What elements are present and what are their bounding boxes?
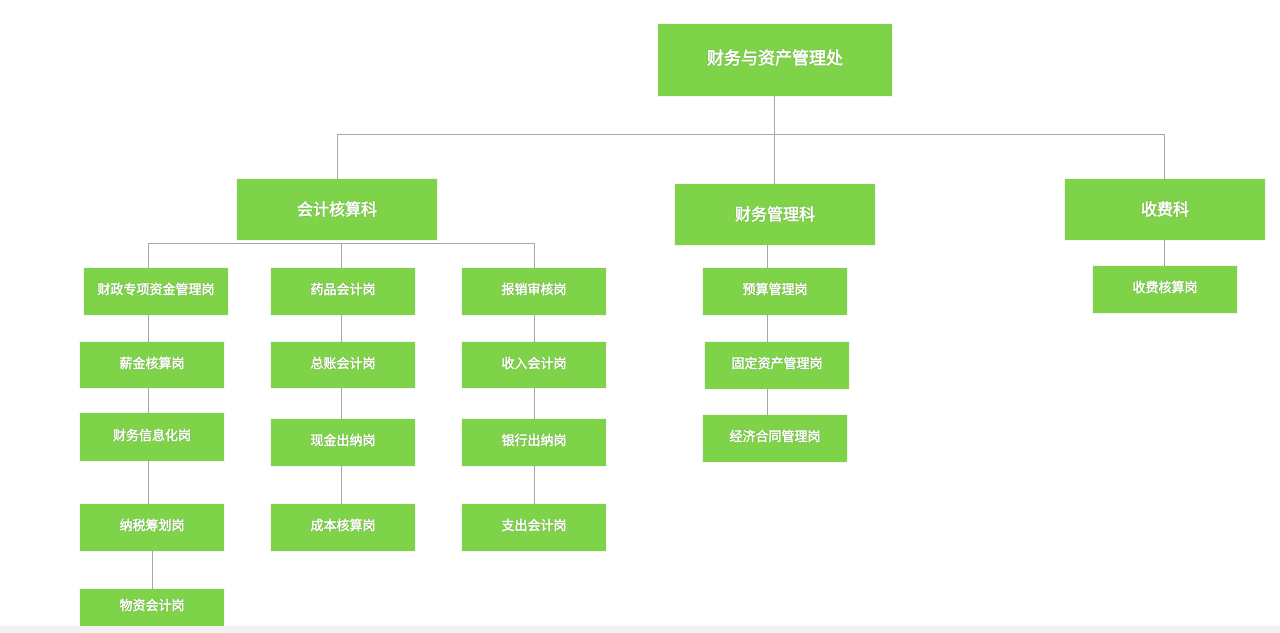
- connector-dept3-down: [1164, 240, 1165, 266]
- post-node[interactable]: 药品会计岗: [271, 268, 415, 315]
- connector-col1-vertical: [152, 551, 153, 589]
- post-node[interactable]: 支出会计岗: [462, 504, 606, 551]
- dept-node-charges[interactable]: 收费科: [1065, 179, 1265, 240]
- post-node[interactable]: 银行出纳岗: [462, 419, 606, 466]
- connector-root-down: [774, 96, 775, 134]
- connector-col1-up: [148, 243, 149, 268]
- post-node[interactable]: 薪金核算岗: [80, 342, 224, 388]
- connector-dept1-up: [337, 134, 338, 179]
- post-node[interactable]: 财政专项资金管理岗: [84, 268, 228, 315]
- connector-col1-vertical: [148, 461, 149, 504]
- post-node[interactable]: 财务信息化岗: [80, 413, 224, 461]
- connector-dept2-up: [774, 134, 775, 184]
- connector-col3-vertical: [534, 315, 535, 342]
- connector-col2-vertical: [341, 466, 342, 504]
- post-node[interactable]: 预算管理岗: [703, 268, 847, 315]
- post-node[interactable]: 固定资产管理岗: [705, 342, 849, 389]
- post-node[interactable]: 物资会计岗: [80, 589, 224, 626]
- dept-node-finance-management[interactable]: 财务管理科: [675, 184, 875, 245]
- connector-col3-vertical: [534, 388, 535, 419]
- connector-col3-up: [534, 243, 535, 268]
- connector-col2-vertical: [341, 315, 342, 342]
- post-node[interactable]: 经济合同管理岗: [703, 415, 847, 462]
- bottom-scroll-strip: [0, 626, 1280, 633]
- connector-dept-bar: [337, 134, 1165, 135]
- post-node[interactable]: 报销审核岗: [462, 268, 606, 315]
- connector-dept2-vertical: [767, 315, 768, 342]
- post-node[interactable]: 成本核算岗: [271, 504, 415, 551]
- connector-col1-vertical: [148, 315, 149, 342]
- post-node[interactable]: 纳税筹划岗: [80, 504, 224, 551]
- post-node[interactable]: 现金出纳岗: [271, 419, 415, 466]
- root-node[interactable]: 财务与资产管理处: [658, 24, 892, 96]
- connector-col3-vertical: [534, 466, 535, 504]
- post-node[interactable]: 收入会计岗: [462, 342, 606, 388]
- connector-col1-vertical: [148, 388, 149, 413]
- dept-node-accounting[interactable]: 会计核算科: [237, 179, 437, 240]
- connector-col2-up: [341, 243, 342, 268]
- post-node[interactable]: 收费核算岗: [1093, 266, 1237, 313]
- connector-dept3-up: [1164, 134, 1165, 179]
- connector-dept2-vertical: [767, 389, 768, 415]
- connector-col2-vertical: [341, 388, 342, 419]
- connector-dept2-down: [767, 245, 768, 268]
- post-node[interactable]: 总账会计岗: [271, 342, 415, 388]
